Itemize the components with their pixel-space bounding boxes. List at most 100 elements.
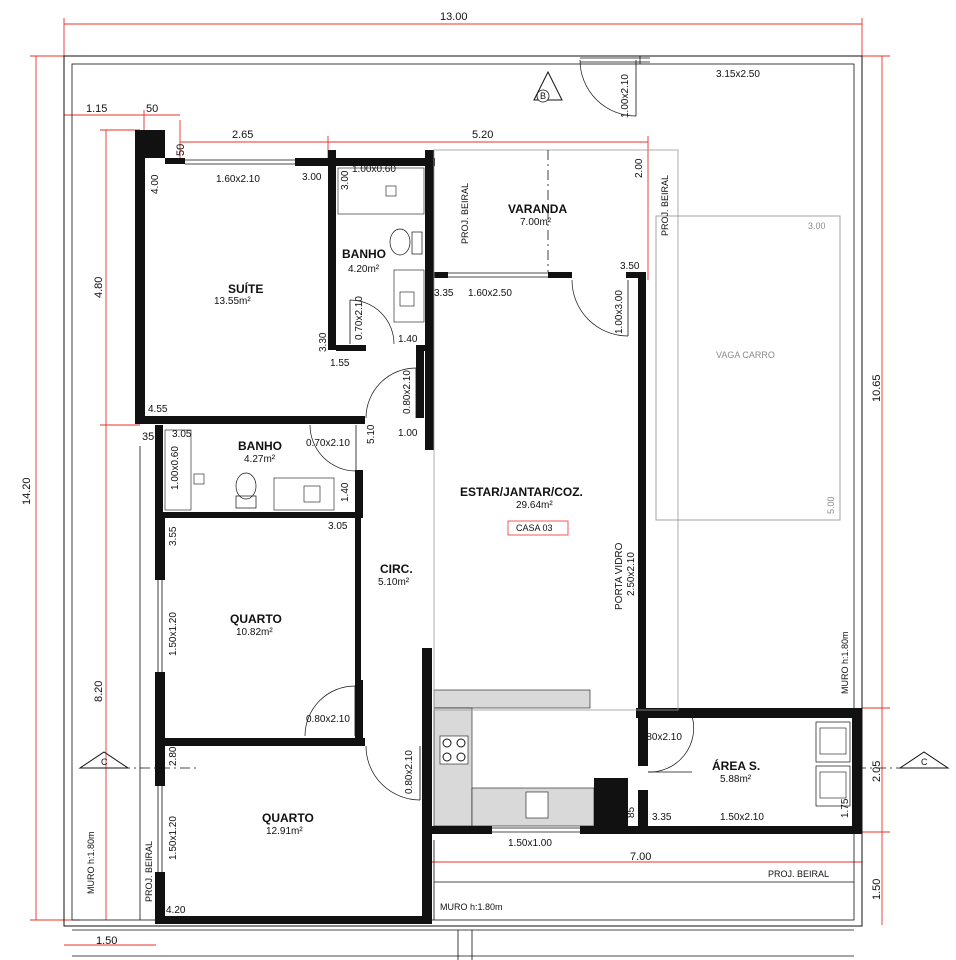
wall-length-labels: 4.00 3.00 3.00 2.00 3.50 3.35 3.30 1.40 …	[148, 158, 851, 916]
window-estar-label: 1.60x2.50	[468, 288, 512, 299]
wall-175-label: 1.75	[840, 798, 851, 818]
vaga-300-label: 3.00	[808, 221, 826, 231]
window-banho2-label: 1.00x0.60	[170, 446, 181, 490]
door-banho2-label: 0.70x2.10	[306, 438, 350, 449]
door-area-s-label: 0.80x2.10	[638, 732, 682, 743]
room-banho2-area: 4.27m²	[244, 454, 276, 465]
room-estar-area: 29.64m²	[516, 500, 553, 511]
lot-boundary	[63, 55, 863, 960]
room-circ-area: 5.10m²	[378, 577, 410, 588]
wall-335b-label: 3.35	[652, 812, 672, 823]
parking-label: VAGA CARRO	[716, 350, 775, 360]
room-suite-name: SUÍTE	[228, 281, 263, 296]
room-quarto2-area: 12.91m²	[266, 826, 303, 837]
wall-355-label: 3.55	[168, 526, 179, 546]
kitchen-counter	[433, 689, 595, 827]
projection-lines	[80, 149, 910, 920]
wall-455-label: 4.55	[148, 404, 168, 415]
wall-100-label: 1.00	[398, 428, 418, 439]
dim-700-label: 7.00	[630, 851, 651, 863]
window-area-s-label: 1.50x2.10	[720, 812, 764, 823]
room-varanda-name: VARANDA	[508, 202, 567, 216]
opening-labels: 1.60x2.10 1.00x0.60 0.70x2.10 1.60x2.50 …	[168, 69, 764, 860]
walls	[135, 130, 862, 924]
wall-510-label: 5.10	[366, 424, 377, 444]
door-entry-label: 1.00x2.10	[620, 74, 631, 118]
muro-left-label: MURO h:1.80m	[86, 831, 96, 894]
dim-265-label: 2.65	[232, 129, 253, 141]
proj-beiral-varanda-label: PROJ. BEIRAL	[460, 183, 470, 244]
door-estar-top-label: 1.00x3.00	[614, 290, 625, 334]
room-suite-area: 13.55m²	[214, 296, 251, 307]
total-width-label: 13.00	[440, 11, 468, 23]
house-tag: CASA 03	[516, 523, 553, 533]
glass-door-label: PORTA VIDRO	[614, 542, 625, 610]
room-labels: SUÍTE 13.55m² BANHO 4.20m² VARANDA 7.00m…	[214, 202, 760, 837]
window-quarto2-label: 1.50x1.20	[168, 816, 179, 860]
dim-205-label: 2.05	[871, 761, 883, 782]
top-dimensions: 13.00 1.15 50 50 2.65 5.20	[86, 11, 493, 156]
dim-050-side-label: 50	[175, 144, 187, 156]
dim-150-right-label: 1.50	[871, 879, 883, 900]
window-suite-label: 1.60x2.10	[216, 174, 260, 185]
window-kitchen-label: 1.50x1.00	[508, 838, 552, 849]
room-area-s-area: 5.88m²	[720, 774, 752, 785]
door-suite-label: 0.80x2.10	[402, 370, 413, 414]
room-banho2-name: BANHO	[238, 439, 282, 453]
room-estar-name: ESTAR/JANTAR/COZ.	[460, 485, 583, 499]
room-banho1-name: BANHO	[342, 247, 386, 261]
wall-305a-label: 3.05	[172, 429, 192, 440]
window-quarto1-label: 1.50x1.20	[168, 612, 179, 656]
wall-140b-label: 1.40	[340, 482, 351, 502]
room-quarto2-name: QUARTO	[262, 811, 314, 825]
dim-520-label: 5.20	[472, 129, 493, 141]
dimension-lines	[30, 18, 890, 946]
door-banho1-label: 0.70x2.10	[354, 296, 365, 340]
room-quarto1-area: 10.82m²	[236, 627, 273, 638]
wall-155-label: 1.55	[330, 358, 350, 369]
left-dimensions: 14.20 4.80 8.20 35 1.50	[21, 277, 154, 947]
section-markers: B C C	[78, 70, 950, 769]
dim-480-label: 4.80	[93, 277, 105, 298]
room-quarto1-name: QUARTO	[230, 612, 282, 626]
dim-1065-label: 10.65	[871, 374, 883, 402]
doors	[304, 59, 694, 801]
dim-150-bottom-label: 1.50	[96, 935, 117, 947]
proj-beiral-garage-label: PROJ. BEIRAL	[660, 175, 670, 236]
wall-330-label: 3.30	[318, 332, 329, 352]
room-area-s-name: ÁREA S.	[712, 758, 760, 773]
proj-beiral-bottom-label: PROJ. BEIRAL	[768, 869, 829, 879]
wall-335a-label: 3.35	[434, 288, 454, 299]
windows	[157, 56, 796, 872]
window-garage-label: 3.15x2.50	[716, 69, 760, 80]
right-dimensions: 10.65 2.05 1.50 7.00	[630, 374, 883, 900]
muro-right-label: MURO h:1.80m	[840, 631, 850, 694]
room-varanda-area: 7.00m²	[520, 217, 552, 228]
section-b-label: B	[540, 91, 546, 101]
plan-notes: VAGA CARRO PROJ. BEIRAL PROJ. BEIRAL PRO…	[86, 175, 850, 912]
wall-420-label: 4.20	[166, 905, 186, 916]
total-height-label: 14.20	[21, 477, 33, 505]
wall-280-label: 2.80	[168, 746, 179, 766]
vaga-500-label: 5.00	[826, 496, 836, 514]
wall-085-label: 85	[626, 806, 637, 818]
door-quarto1-label: 0.80x2.10	[306, 714, 350, 725]
dim-820-label: 8.20	[93, 681, 105, 702]
wall-300b-label: 3.00	[340, 170, 351, 190]
door-quarto2-label: 0.80x2.10	[404, 750, 415, 794]
room-banho1-area: 4.20m²	[348, 264, 380, 275]
wall-350-label: 3.50	[620, 261, 640, 272]
wall-305b-label: 3.05	[328, 521, 348, 532]
muro-bottom-label: MURO h:1.80m	[440, 902, 503, 912]
section-c-left-label: C	[101, 757, 108, 767]
wall-140a-label: 1.40	[398, 334, 418, 345]
window-banho1-label: 1.00x0.60	[352, 164, 396, 175]
room-circ-name: CIRC.	[380, 562, 413, 576]
bathroom-fixtures	[164, 167, 851, 807]
glass-door-size-label: 2.50x2.10	[626, 552, 637, 596]
dim-035-label: 35	[142, 431, 154, 443]
wall-300a-label: 3.00	[302, 172, 322, 183]
wall-400-label: 4.00	[150, 174, 161, 194]
dim-050-top-label: 50	[146, 103, 158, 115]
